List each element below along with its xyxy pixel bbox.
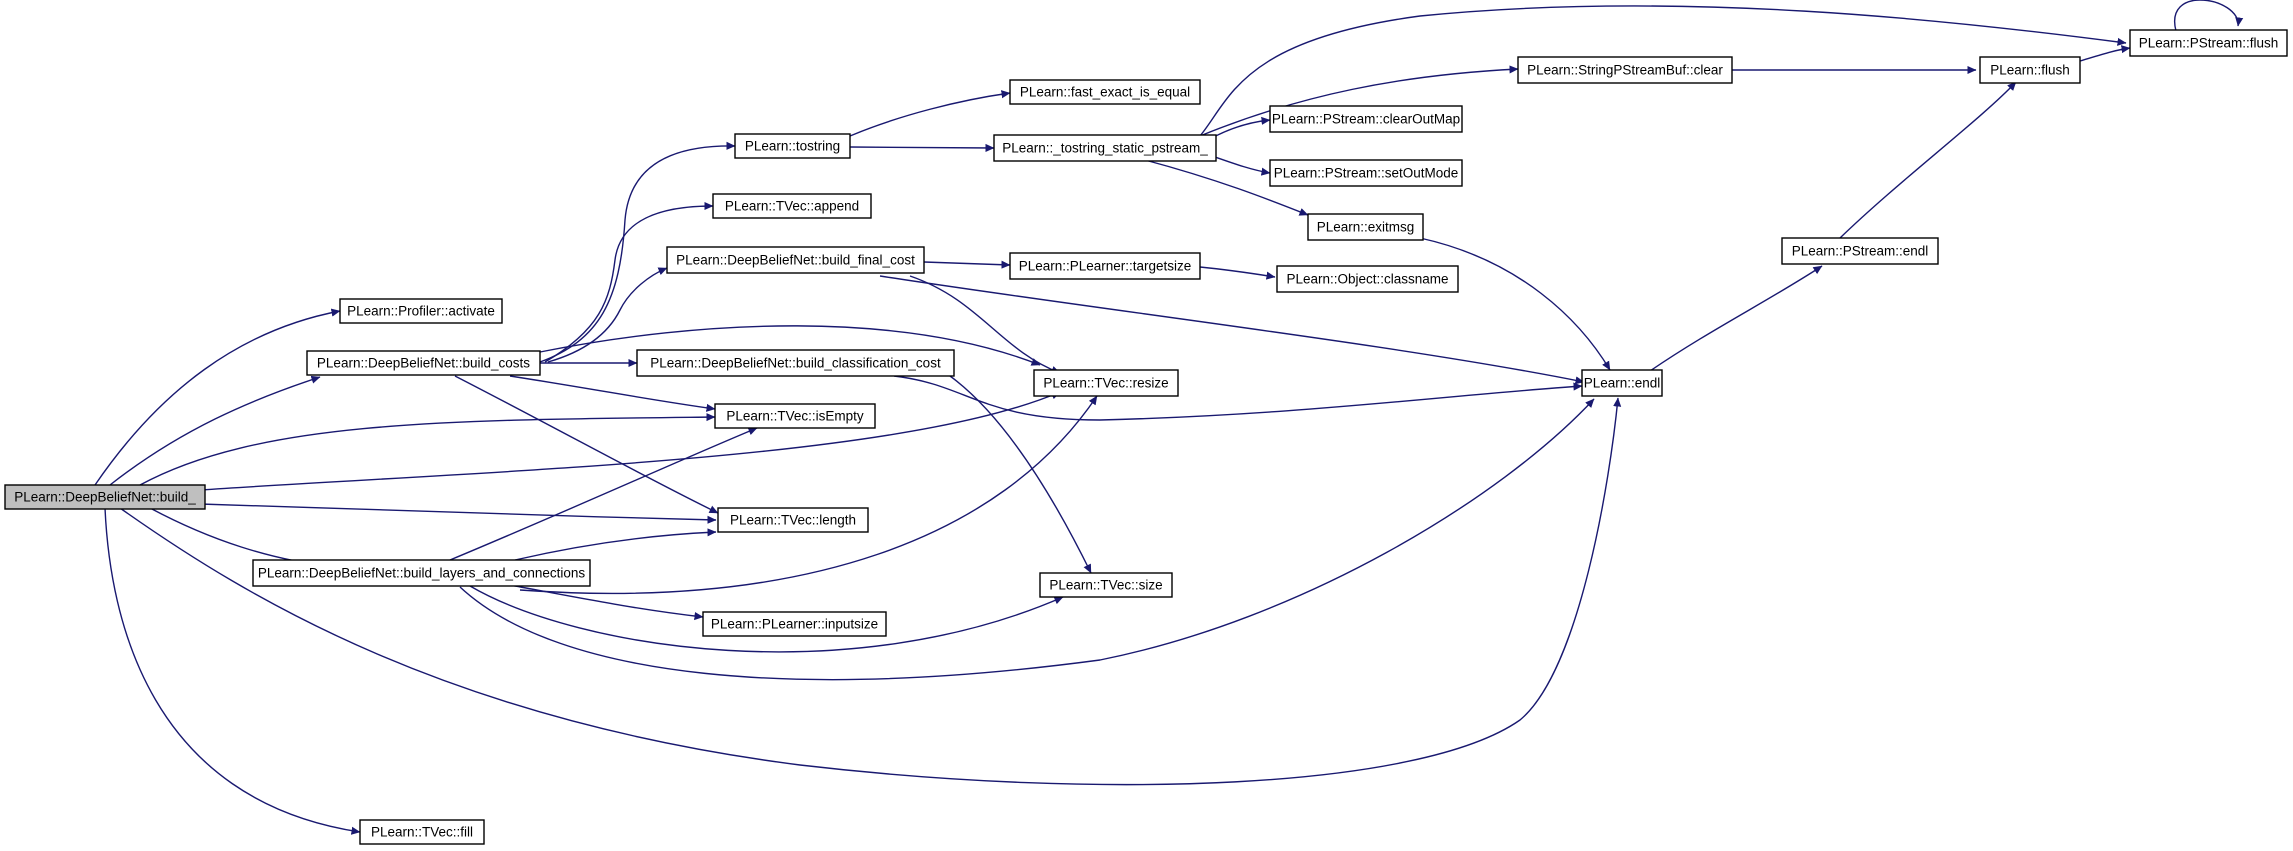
- edge-final-to-endl: [879, 275, 1585, 385]
- node-plearner-inputsize[interactable]: PLearn::PLearner::inputsize: [702, 611, 887, 637]
- edge-build-to-build-layers: [149, 507, 341, 572]
- node-build[interactable]: PLearn::DeepBeliefNet::build_: [4, 484, 206, 510]
- node-tvec-length-label: PLearn::TVec::length: [730, 513, 856, 528]
- node-tostring-static-pstream-label: PLearn::_tostring_static_pstream_: [1002, 141, 1208, 156]
- node-pstream-endl-label: PLearn::PStream::endl: [1792, 244, 1929, 259]
- edge-static-to-exitmsg: [1144, 159, 1309, 216]
- edge-endl-to-ps-endl: [1649, 265, 1823, 372]
- node-endl-label: PLearn::endl: [1584, 376, 1661, 391]
- node-tvec-fill[interactable]: PLearn::TVec::fill: [359, 819, 485, 845]
- node-build-layers[interactable]: PLearn::DeepBeliefNet::build_layers_and_…: [252, 559, 591, 587]
- node-plearner-targetsize-label: PLearn::PLearner::targetsize: [1019, 259, 1192, 274]
- edge-class-to-endl: [893, 375, 1583, 421]
- node-object-classname[interactable]: PLearn::Object::classname: [1276, 265, 1459, 293]
- node-build-label: PLearn::DeepBeliefNet::build_: [14, 490, 196, 505]
- edge-layers-to-endl: [459, 398, 1595, 681]
- node-build-class-cost-label: PLearn::DeepBeliefNet::build_classificat…: [650, 356, 941, 371]
- node-exitmsg[interactable]: PLearn::exitmsg: [1307, 213, 1424, 241]
- edge-layers-to-length: [514, 528, 717, 561]
- edge-static-to-clearoutmap: [1209, 116, 1271, 140]
- node-plearner-inputsize-label: PLearn::PLearner::inputsize: [711, 617, 878, 632]
- node-flush-label: PLearn::flush: [1990, 63, 2070, 78]
- node-tvec-fill-label: PLearn::TVec::fill: [371, 825, 473, 840]
- edge-build-to-resize: [199, 391, 1061, 491]
- node-tostring-label: PLearn::tostring: [745, 139, 840, 154]
- edge-build-to-fill: [104, 507, 361, 835]
- node-plearner-targetsize[interactable]: PLearn::PLearner::targetsize: [1009, 252, 1201, 280]
- node-fast-exact-is-equal[interactable]: PLearn::fast_exact_is_equal: [1009, 79, 1201, 105]
- node-tostring-static-pstream[interactable]: PLearn::_tostring_static_pstream_: [993, 134, 1217, 162]
- edge-flush-to-ps-flush: [2079, 45, 2131, 62]
- edge-costs-to-tostring: [539, 141, 736, 363]
- node-build-final-cost-label: PLearn::DeepBeliefNet::build_final_cost: [676, 253, 915, 268]
- edge-tostring-to-fast-exact: [849, 90, 1011, 137]
- node-stringpstreambuf-clear[interactable]: PLearn::StringPStreamBuf::clear: [1517, 56, 1733, 84]
- node-tvec-isempty[interactable]: PLearn::TVec::isEmpty: [714, 403, 876, 429]
- node-pstream-flush[interactable]: PLearn::PStream::flush: [2129, 29, 2288, 57]
- node-tvec-size-label: PLearn::TVec::size: [1049, 578, 1162, 593]
- node-pstream-clearoutmap[interactable]: PLearn::PStream::clearOutMap: [1269, 105, 1463, 133]
- node-pstream-endl[interactable]: PLearn::PStream::endl: [1781, 237, 1939, 265]
- node-build-final-cost[interactable]: PLearn::DeepBeliefNet::build_final_cost: [666, 246, 925, 274]
- edge-ps-flush-self: [2173, 0, 2244, 32]
- edge-costs-to-isempty: [509, 375, 716, 412]
- node-endl[interactable]: PLearn::endl: [1581, 369, 1663, 397]
- node-flush[interactable]: PLearn::flush: [1979, 56, 2081, 84]
- node-tostring[interactable]: PLearn::tostring: [734, 133, 851, 159]
- edge-build-to-isempty: [139, 413, 716, 486]
- edge-layers-to-isempty: [449, 427, 758, 561]
- node-build-layers-label: PLearn::DeepBeliefNet::build_layers_and_…: [258, 566, 585, 581]
- edge-costs-to-final-cost: [547, 267, 668, 363]
- node-object-classname-label: PLearn::Object::classname: [1286, 272, 1448, 287]
- edge-build-to-length: [199, 503, 717, 524]
- node-pstream-flush-label: PLearn::PStream::flush: [2139, 36, 2279, 51]
- edge-static-to-setoutmode: [1214, 156, 1271, 176]
- edge-build-to-build-costs: [109, 375, 321, 486]
- edges: [94, 0, 2244, 835]
- node-pstream-setoutmode-label: PLearn::PStream::setOutMode: [1274, 166, 1459, 181]
- node-tvec-append-label: PLearn::TVec::append: [725, 199, 859, 214]
- node-pstream-clearoutmap-label: PLearn::PStream::clearOutMap: [1272, 112, 1460, 127]
- node-profiler-activate[interactable]: PLearn::Profiler::activate: [339, 298, 503, 324]
- edge-targetsize-to-classname: [1199, 266, 1276, 280]
- edge-layers-to-resize: [519, 395, 1098, 595]
- edge-exitmsg-to-endl: [1419, 237, 1611, 371]
- edge-static-to-sps-clear: [1199, 65, 1519, 137]
- node-tvec-resize[interactable]: PLearn::TVec::resize: [1033, 369, 1179, 397]
- node-build-costs[interactable]: PLearn::DeepBeliefNet::build_costs: [306, 350, 541, 376]
- node-profiler-activate-label: PLearn::Profiler::activate: [347, 304, 495, 319]
- node-tvec-append[interactable]: PLearn::TVec::append: [712, 193, 872, 219]
- edge-build-to-activate: [94, 308, 341, 486]
- edge-static-to-ps-flush: [1199, 5, 2127, 137]
- nodes: PLearn::DeepBeliefNet::build_ PLearn::Pr…: [4, 29, 2288, 845]
- edge-costs-to-append: [544, 201, 714, 363]
- node-build-class-cost[interactable]: PLearn::DeepBeliefNet::build_classificat…: [636, 349, 955, 377]
- node-tvec-isempty-label: PLearn::TVec::isEmpty: [726, 409, 864, 424]
- edge-costs-to-length: [454, 375, 719, 514]
- edge-tostring-to-tostring-static: [849, 143, 995, 152]
- node-tvec-length[interactable]: PLearn::TVec::length: [717, 507, 869, 533]
- edge-layers-to-inputsize: [509, 584, 704, 621]
- node-pstream-setoutmode[interactable]: PLearn::PStream::setOutMode: [1269, 159, 1463, 187]
- node-fast-exact-is-equal-label: PLearn::fast_exact_is_equal: [1020, 85, 1190, 100]
- node-exitmsg-label: PLearn::exitmsg: [1317, 220, 1415, 235]
- node-stringpstreambuf-clear-label: PLearn::StringPStreamBuf::clear: [1527, 63, 1723, 78]
- edge-final-to-resize: [909, 275, 1061, 374]
- edge-costs-to-resize: [539, 325, 1041, 366]
- edge-layers-to-size: [469, 585, 1064, 653]
- edge-ps-endl-to-flush: [1839, 81, 2017, 239]
- node-build-costs-label: PLearn::DeepBeliefNet::build_costs: [317, 356, 530, 371]
- node-tvec-size[interactable]: PLearn::TVec::size: [1039, 572, 1173, 598]
- edge-final-to-targetsize: [923, 260, 1011, 269]
- edge-build-to-endl: [119, 397, 1622, 786]
- edge-class-to-size: [949, 375, 1092, 574]
- node-tvec-resize-label: PLearn::TVec::resize: [1043, 376, 1168, 391]
